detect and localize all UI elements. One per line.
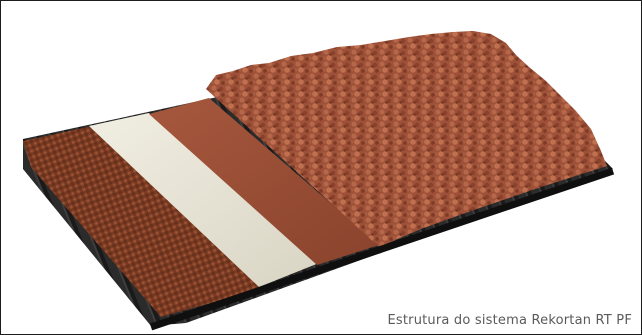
mesh-layer [23,125,261,317]
brown-sheet-layer [149,98,379,265]
cream-layer [89,113,319,287]
granule-layer [206,31,607,247]
base-bottom-edge [149,167,615,331]
image-caption: Estrutura do sistema Rekortan RT PF [387,313,632,328]
